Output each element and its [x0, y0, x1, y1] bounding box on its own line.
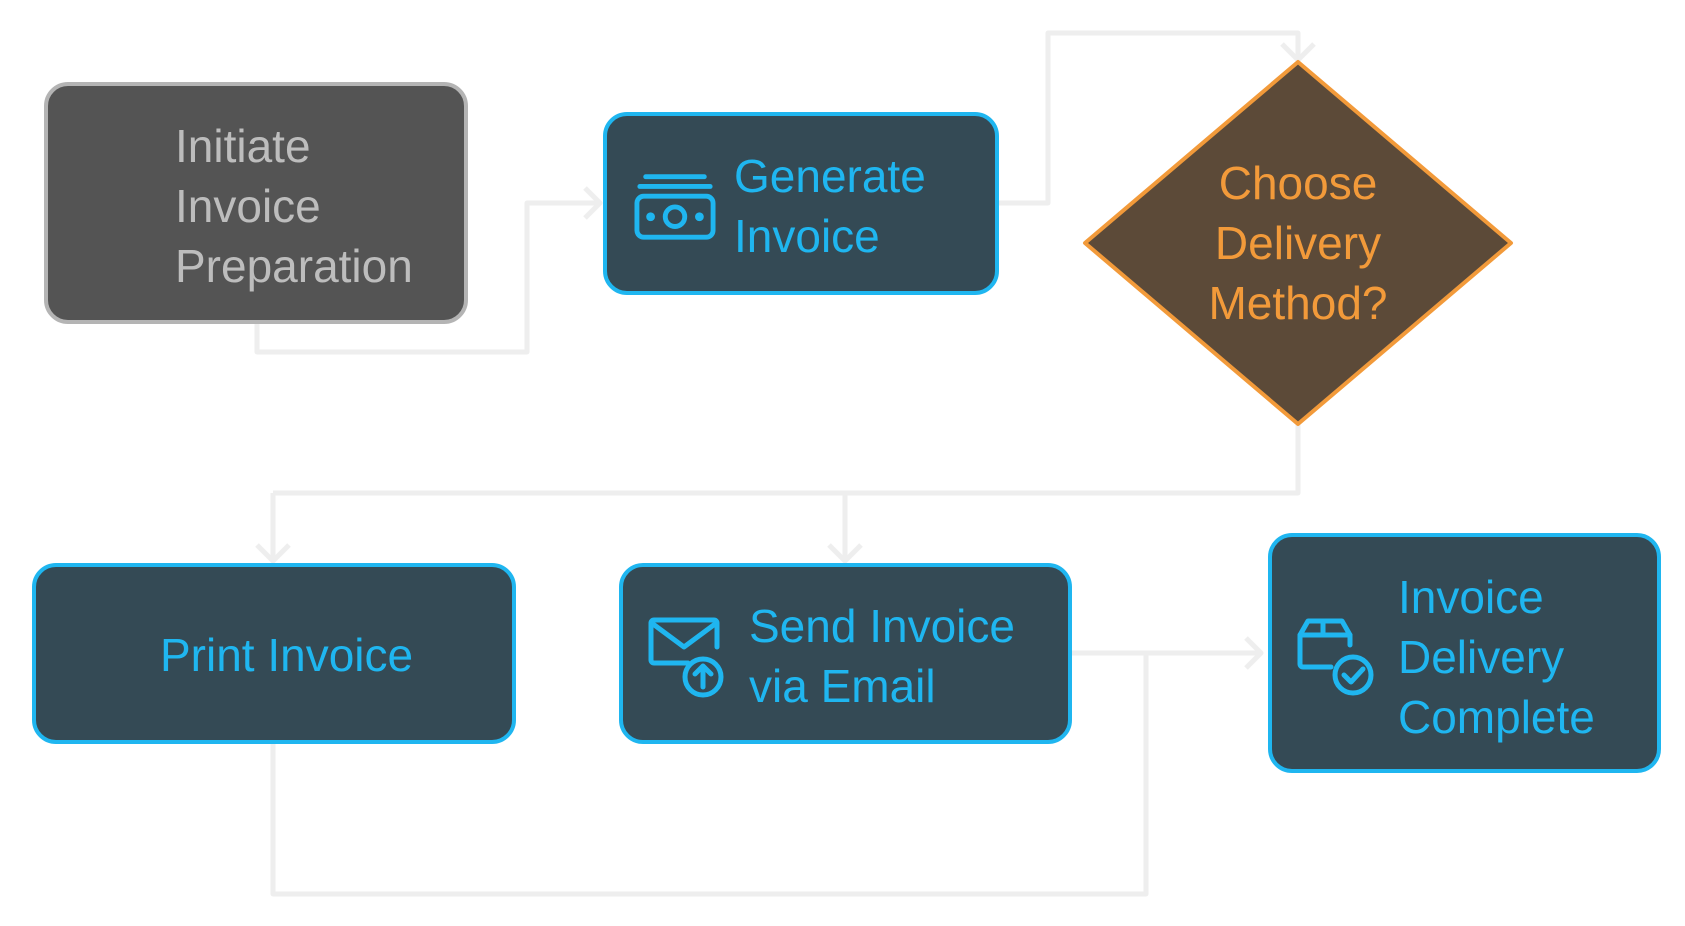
node-initiate-invoice-preparation[interactable]: Initiate Invoice Preparation: [44, 82, 468, 324]
arrowhead-generate: [583, 186, 603, 220]
node-email-label: Send Invoice via Email: [749, 600, 1015, 712]
node-initiate-label: Initiate Invoice Preparation: [175, 120, 413, 292]
connector-print-to-complete: [270, 653, 1149, 897]
arrowhead-print: [255, 543, 291, 564]
money-icon: [634, 174, 716, 240]
email-upload-icon: [648, 617, 724, 698]
connector-choose-branches: [273, 424, 1301, 496]
arrowhead-email: [827, 543, 863, 564]
node-generate-label: Generate Invoice: [734, 150, 926, 262]
node-complete-label: Invoice Delivery Complete: [1398, 571, 1595, 743]
node-generate-invoice[interactable]: Generate Invoice: [603, 112, 999, 295]
decision-choose-delivery-label: Choose Delivery Method?: [1208, 157, 1388, 329]
connector-initiate-to-generate: [254, 200, 598, 355]
connector-generate-to-choose: [995, 30, 1301, 206]
node-send-invoice-email[interactable]: Send Invoice via Email: [619, 563, 1072, 744]
node-invoice-delivery-complete[interactable]: Invoice Delivery Complete: [1268, 533, 1661, 773]
decision-diamond: [1083, 60, 1513, 426]
node-print-invoice[interactable]: Print Invoice: [32, 563, 516, 744]
arrowhead-complete: [1244, 636, 1264, 670]
package-check-icon: [1297, 618, 1374, 696]
node-print-label: Print Invoice: [160, 629, 414, 681]
